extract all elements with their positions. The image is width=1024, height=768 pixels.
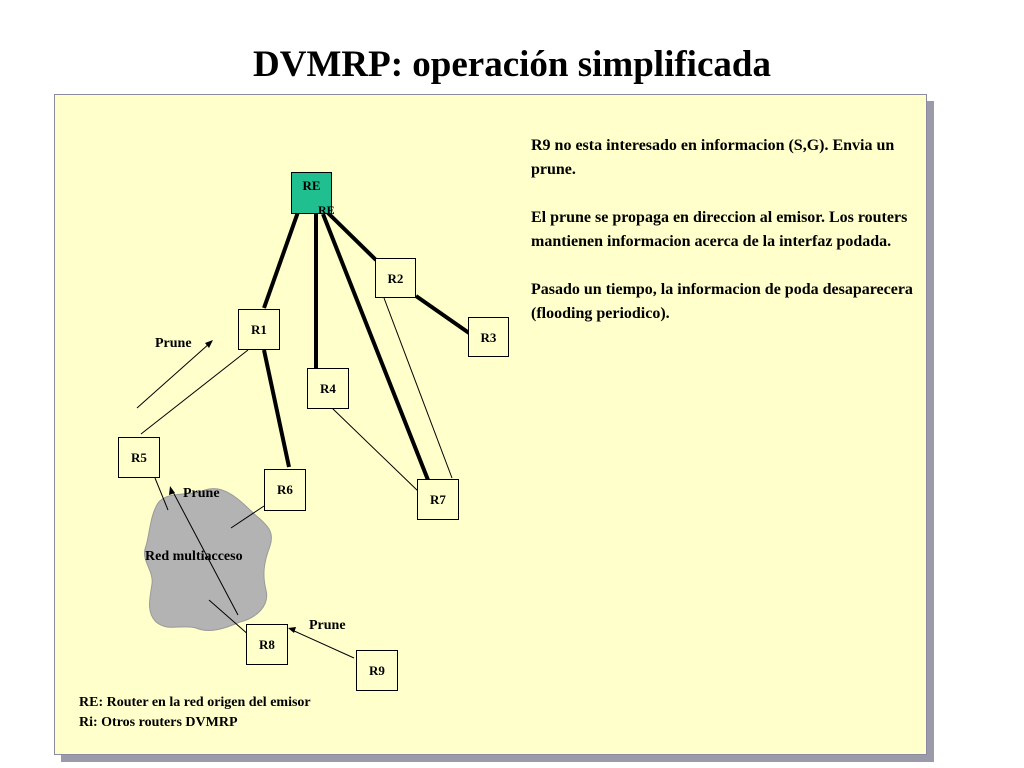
explanation-text: R9 no esta interesado en informacion (S,…: [531, 134, 926, 350]
explanation-paragraph: Pasado un tiempo, la informacion de poda…: [531, 281, 913, 322]
prune-label-r9: Prune: [309, 618, 346, 633]
prune-arrow-r9-r8: [291, 629, 355, 659]
legend-line-ri: Ri: Otros routers DVMRP: [79, 715, 238, 730]
router-r9: R9: [356, 650, 398, 691]
legend: RE: Router en la red origen del emisor R…: [79, 693, 311, 733]
prune-arrowhead: [205, 340, 213, 348]
link-r6-cloud: [230, 505, 265, 529]
link-r2-r3: [414, 294, 471, 335]
router-r4: R4: [307, 368, 349, 409]
prune-arrow-r8-r5: [171, 489, 239, 616]
link-re-r7: [321, 213, 430, 481]
router-r8: R8: [246, 624, 288, 665]
link-r1-r6: [262, 349, 291, 468]
network-cloud: [144, 488, 272, 631]
link-r5-cloud: [154, 477, 169, 511]
link-r4-r7: [331, 407, 420, 493]
router-r7: R7: [417, 479, 459, 520]
explanation-paragraph: El prune se propaga en direccion al emis…: [531, 209, 908, 250]
router-r6: R6: [264, 469, 306, 511]
network-label: Red multiacceso: [145, 549, 243, 564]
prune-label-r8: Prune: [183, 486, 220, 501]
prune-arrow-r5-r1: [136, 342, 211, 409]
router-re-overlap-label: RE: [318, 203, 335, 217]
router-re: RE: [291, 172, 332, 214]
link-re-r2: [325, 210, 378, 262]
link-re-r1: [262, 211, 300, 309]
explanation-paragraph: R9 no esta interesado en informacion (S,…: [531, 137, 895, 178]
router-r1: R1: [238, 309, 280, 350]
slide-title: DVMRP: operación simplificada: [253, 44, 771, 85]
content-panel: [54, 94, 927, 755]
link-r2-r7: [383, 297, 453, 479]
router-r2: R2: [375, 258, 416, 298]
link-cloud-r8: [208, 599, 251, 637]
legend-line-re: RE: Router en la red origen del emisor: [79, 695, 311, 710]
prune-arrowhead: [169, 486, 175, 495]
prune-arrowhead: [288, 627, 296, 633]
router-r5: R5: [118, 437, 160, 478]
prune-label-r5: Prune: [155, 336, 192, 351]
router-r3: R3: [468, 317, 509, 357]
link-r1-r5: [140, 349, 249, 435]
